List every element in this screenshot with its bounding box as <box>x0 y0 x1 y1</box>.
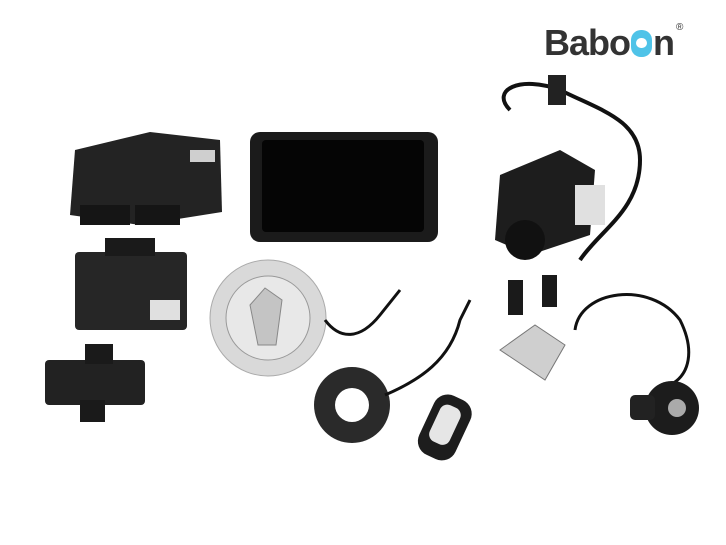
seat-lock <box>573 293 699 435</box>
sensor-module <box>45 344 145 422</box>
monkey-face-icon <box>631 30 652 57</box>
tft-display <box>250 132 438 242</box>
control-module <box>75 238 187 330</box>
ecu-unit <box>70 132 222 225</box>
key-fob <box>417 394 472 461</box>
logo-text-end: n <box>653 22 675 63</box>
registered-mark: ® <box>676 22 683 33</box>
antenna-ring <box>314 299 472 443</box>
connectors <box>499 275 566 381</box>
logo-text: Babo <box>544 22 631 63</box>
fuel-cap <box>209 259 402 377</box>
ignition-lock <box>495 75 643 262</box>
